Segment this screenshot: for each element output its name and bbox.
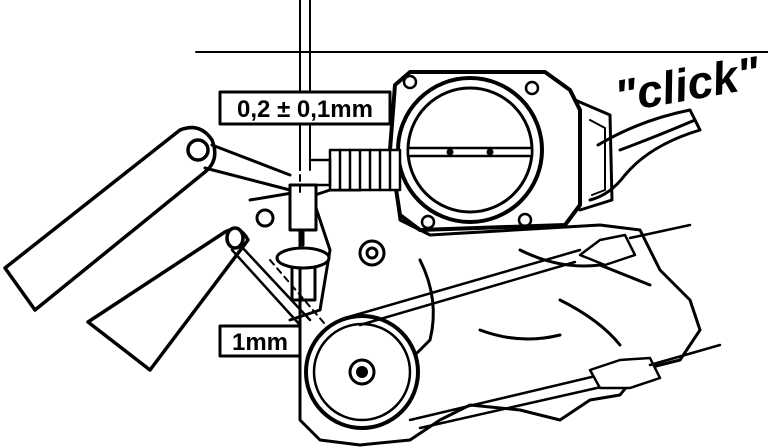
- clearance-top-callout: 0,2 ± 0,1mm: [218, 90, 392, 126]
- throttle-body: [388, 70, 614, 232]
- throttle-cables: [343, 223, 722, 430]
- coolant-hose: [588, 108, 702, 202]
- feeler-gauge-small: [86, 226, 312, 372]
- throttle-pulley: [304, 314, 420, 430]
- dimension-pointers: [269, 119, 331, 331]
- clearance-top-label: 0,2 ± 0,1mm: [237, 96, 373, 123]
- spring-assembly: [310, 148, 402, 192]
- adjusting-plunger: [275, 183, 331, 302]
- clearance-bottom-label: 1mm: [232, 329, 288, 356]
- clearance-bottom-callout: 1mm: [218, 324, 302, 358]
- feeler-gauge-large: [3, 125, 292, 312]
